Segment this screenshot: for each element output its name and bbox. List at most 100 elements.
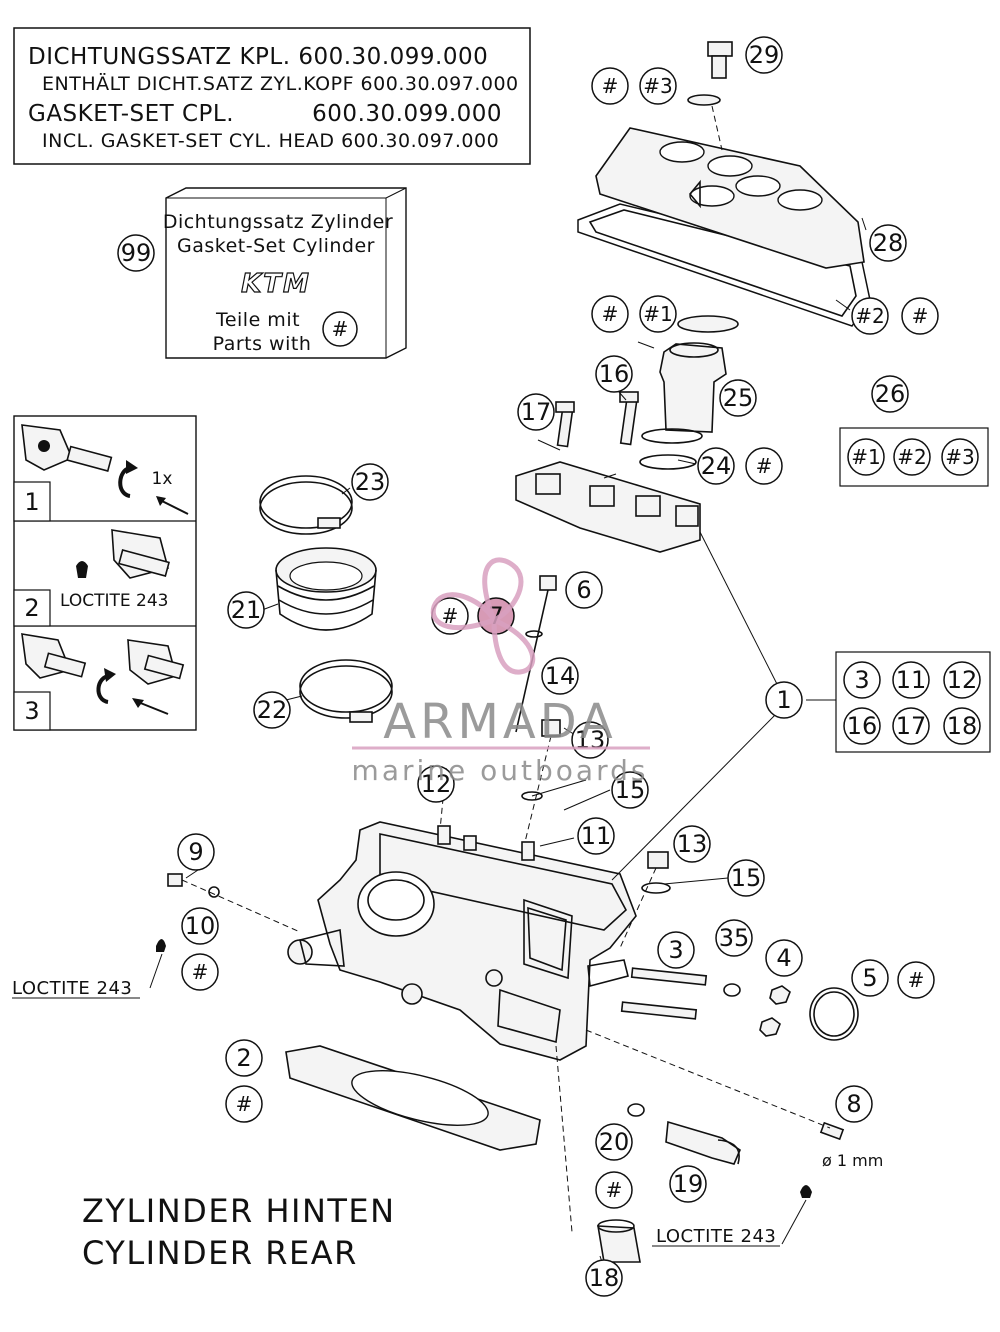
svg-text:19: 19 — [673, 1170, 704, 1198]
ktm-logo: KTM — [241, 269, 311, 299]
cylinder-head — [287, 821, 637, 1061]
svg-text:12: 12 — [421, 770, 452, 798]
spark-plug-tube — [639, 315, 739, 470]
svg-text:11: 11 — [581, 822, 612, 850]
svg-text:#3: #3 — [643, 74, 672, 98]
callout-24: 24 — [697, 447, 735, 485]
loctite-label-left: LOCTITE 243 — [12, 978, 132, 999]
o-ring-20 — [627, 1103, 645, 1117]
svg-text:#: # — [602, 302, 619, 326]
step-3-number: 3 — [24, 697, 39, 725]
svg-text:18: 18 — [947, 712, 978, 740]
group-1-box: 3 11 12 16 17 18 — [835, 651, 991, 753]
svg-text:3: 3 — [854, 666, 869, 694]
svg-text:#2: #2 — [897, 445, 926, 469]
title-line2: CYLINDER REAR — [82, 1234, 358, 1272]
hash-10: # — [181, 953, 219, 991]
plug-9 — [156, 873, 301, 952]
gasket-set-line2: ENTHÄLT DICHT.SATZ ZYL.KOPF 600.30.097.0… — [42, 72, 519, 95]
kit-line1: Dichtungssatz Zylinder — [163, 211, 393, 233]
hash-callouts: # #3 # #1 #2 # # # # # # # — [181, 67, 939, 1209]
svg-text:#: # — [192, 960, 209, 984]
callout-16: 16 — [595, 355, 633, 393]
callout-35: 35 — [715, 919, 753, 957]
svg-text:3: 3 — [668, 936, 683, 964]
callout-2: 2 — [225, 1039, 263, 1077]
step-2: 2 LOCTITE 243 — [13, 529, 170, 627]
svg-text:#: # — [602, 74, 619, 98]
callout-20: 20 — [595, 1123, 633, 1161]
svg-text:22: 22 — [257, 696, 288, 724]
svg-text:#: # — [442, 604, 459, 628]
svg-text:#2: #2 — [855, 304, 884, 328]
step-2-note: LOCTITE 243 — [60, 591, 169, 611]
callout-5: 5 — [851, 959, 889, 997]
watermark-brand: ARMADA — [383, 694, 616, 750]
callout-10: 10 — [181, 907, 219, 945]
callout-21: 21 — [227, 591, 265, 629]
svg-text:9: 9 — [188, 838, 203, 866]
svg-text:14: 14 — [545, 662, 576, 690]
svg-text:#: # — [908, 968, 925, 992]
step-3: 3 — [13, 633, 185, 731]
washer-35 — [723, 983, 741, 997]
callout-12: 12 — [417, 765, 455, 803]
bolt-13 — [521, 719, 561, 847]
valve-cover — [577, 127, 871, 327]
callout-28: 28 — [869, 224, 907, 262]
svg-text:23: 23 — [355, 468, 386, 496]
screw-8 — [800, 1121, 845, 1198]
svg-text:17: 17 — [896, 712, 927, 740]
svg-text:#1: #1 — [851, 445, 880, 469]
cylinder-gasket-kit-box: Dichtungssatz Zylinder Gasket-Set Cylind… — [163, 187, 407, 359]
hash-28a: # — [591, 295, 629, 333]
stud-3 — [620, 967, 708, 1020]
hash-28c: #2 — [851, 297, 889, 335]
svg-text:15: 15 — [615, 776, 646, 804]
gasket-set-line3: GASKET-SET CPL. 600.30.099.000 — [28, 101, 502, 127]
callout-8: 8 — [835, 1085, 873, 1123]
hash-5: # — [897, 961, 935, 999]
hash-28b: #1 — [639, 295, 677, 333]
svg-text:8: 8 — [846, 1090, 861, 1118]
svg-text:16: 16 — [599, 360, 630, 388]
propeller-logo — [430, 557, 536, 675]
svg-text:16: 16 — [847, 712, 878, 740]
svg-text:12: 12 — [947, 666, 978, 694]
svg-text:1: 1 — [776, 686, 791, 714]
callout-11: 11 — [577, 817, 615, 855]
callout-15-lower: 15 — [727, 859, 765, 897]
callout-99: 99 — [117, 234, 155, 272]
svg-text:13: 13 — [677, 830, 708, 858]
svg-text:#3: #3 — [945, 445, 974, 469]
group-26-box: #1 #2 #3 — [839, 427, 989, 487]
callout-23: 23 — [351, 463, 389, 501]
svg-text:29: 29 — [749, 41, 780, 69]
step-2-number: 2 — [24, 594, 39, 622]
svg-text:18: 18 — [589, 1264, 620, 1292]
callout-26: 26 — [871, 375, 909, 413]
hash-29b: #3 — [639, 67, 677, 105]
clamp-23 — [259, 475, 353, 535]
svg-text:99: 99 — [121, 239, 152, 267]
hash-2: # — [225, 1085, 263, 1123]
callout-4: 4 — [765, 939, 803, 977]
callout-6: 6 — [565, 571, 603, 609]
callout-15-upper: 15 — [611, 771, 649, 809]
kit-line3: Teile mit — [215, 309, 300, 331]
camshaft-bridge — [515, 391, 701, 553]
callout-18: 18 — [585, 1259, 623, 1297]
svg-text:6: 6 — [576, 576, 591, 604]
svg-text:26: 26 — [875, 380, 906, 408]
callout-29: 29 — [745, 36, 783, 74]
gasket-set-line1: DICHTUNGSSATZ KPL. 600.30.099.000 — [28, 44, 488, 70]
svg-text:21: 21 — [231, 596, 262, 624]
callout-25: 25 — [719, 379, 757, 417]
svg-text:#1: #1 — [643, 302, 672, 326]
hash-20: # — [595, 1171, 633, 1209]
step-1-note: 1x — [152, 469, 173, 489]
step-1-number: 1 — [24, 488, 39, 516]
svg-text:#: # — [912, 304, 929, 328]
svg-text:24: 24 — [701, 452, 732, 480]
